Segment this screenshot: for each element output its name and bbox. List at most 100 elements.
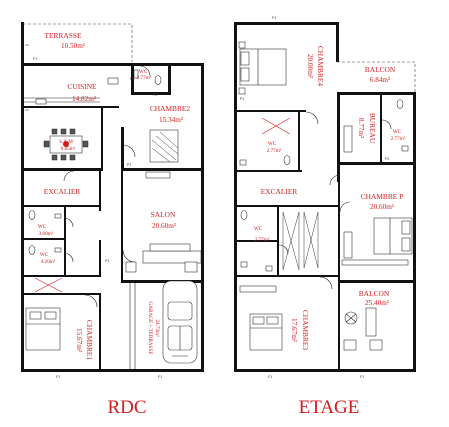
balcon-table-mark bbox=[345, 313, 357, 323]
salon-armchair bbox=[184, 261, 198, 273]
room-chambre1-name: CHAMBRE1 bbox=[85, 320, 94, 361]
car-windshield bbox=[167, 301, 193, 321]
room-excalier-rdc-name: EXCALIER bbox=[44, 187, 81, 196]
tag-window-bottom: F1 bbox=[56, 375, 60, 379]
toilet bbox=[154, 75, 162, 85]
salon-armchair bbox=[125, 261, 137, 273]
room-wc-etage-left-name: WC bbox=[268, 141, 277, 147]
chair bbox=[60, 154, 67, 161]
title-etage: ETAGE bbox=[299, 397, 360, 418]
rdc-plan bbox=[21, 22, 204, 372]
pillow bbox=[252, 316, 265, 325]
rdc-garage-rails bbox=[129, 283, 136, 369]
room-wc-etage-right-name: WC bbox=[393, 129, 402, 135]
etage-wall-bureau-left bbox=[337, 92, 340, 182]
tag-door-b-etage: P2 bbox=[385, 157, 389, 161]
tag-door-a-etage: P1 bbox=[240, 97, 244, 101]
room-chambre1-area: 15.67m² bbox=[75, 328, 83, 352]
rdc-wall-sam-bottom bbox=[21, 168, 103, 171]
etage-wall-chambre3-top bbox=[234, 275, 338, 277]
wc-basin bbox=[265, 265, 273, 272]
rdc-wall-excalier-bottom bbox=[21, 205, 101, 207]
salon-sofa bbox=[142, 250, 202, 264]
room-wc-rdc-b-area: 4.20m² bbox=[41, 259, 56, 265]
etage-door-bureau bbox=[329, 174, 341, 186]
etage-plan bbox=[234, 22, 416, 372]
etage-wall-wc-bottom bbox=[234, 170, 302, 172]
rdc-wall-salon-left bbox=[121, 171, 123, 283]
etage-balcon-outline bbox=[337, 61, 416, 92]
room-chambre2-area: 15.34m² bbox=[159, 116, 183, 124]
toilet bbox=[28, 245, 36, 255]
etage-wall-top bbox=[234, 22, 338, 25]
room-terrasse-area: 10.50m² bbox=[61, 42, 85, 50]
etage-stair-run bbox=[282, 211, 300, 271]
etage-stair-run bbox=[303, 211, 319, 269]
rdc-door-excalier bbox=[63, 170, 75, 182]
car-body bbox=[162, 280, 198, 364]
toilet bbox=[240, 210, 248, 220]
rdc-wall-chambre2-top bbox=[131, 92, 171, 95]
rdc-wall-top-stub bbox=[21, 22, 24, 28]
rdc-wall-chambre2-bottom bbox=[121, 168, 204, 171]
rdc-wall-salon-bottom bbox=[121, 280, 204, 283]
tag-door-a: P1 bbox=[127, 163, 131, 167]
rdc-wall-chambre1-top bbox=[21, 293, 101, 295]
room-cuisine-name: CUISINE bbox=[67, 82, 97, 91]
pillow bbox=[401, 220, 411, 235]
salon-cushions bbox=[149, 243, 191, 252]
rdc-wall-kitchen-top bbox=[21, 63, 133, 66]
room-chambre3-area: 17.67m² bbox=[290, 318, 298, 342]
toilet bbox=[283, 155, 291, 165]
room-wc-rdc-top-name: WC bbox=[139, 69, 148, 75]
wc-basin bbox=[239, 159, 247, 166]
room-balcon-top-area: 6.84m² bbox=[370, 76, 390, 84]
room-garage-area: 24.72m² bbox=[154, 319, 160, 337]
toilet bbox=[28, 210, 36, 220]
rdc-wall-wc-mid bbox=[21, 238, 66, 240]
wc-basin bbox=[240, 261, 248, 268]
rdc-wall-wc-top bbox=[131, 63, 204, 66]
rdc-door-chambre1 bbox=[84, 294, 98, 308]
room-balcon-bottom-area: 25.40m² bbox=[365, 299, 389, 307]
room-wc-etage-left-area: 2.77m² bbox=[267, 148, 282, 154]
balcon-armchair bbox=[343, 339, 357, 351]
chambre3-wardrobe bbox=[239, 285, 277, 293]
chair bbox=[60, 128, 67, 135]
rdc-wall-wc-bottom bbox=[21, 275, 101, 277]
tag-window: F1 bbox=[33, 57, 37, 61]
rdc-void-cross bbox=[34, 277, 63, 293]
room-chambre-p-area: 20.60m² bbox=[370, 203, 394, 211]
tag-window-etage2: F1 bbox=[360, 375, 364, 379]
rdc-wall-hall-right bbox=[99, 240, 101, 277]
room-sam-name: S.A.M bbox=[59, 139, 73, 145]
chair bbox=[51, 128, 58, 135]
etage-door-chambre3 bbox=[319, 276, 333, 290]
chair bbox=[69, 154, 76, 161]
nightstand bbox=[238, 87, 246, 95]
chambre-p-wardrobe bbox=[341, 259, 409, 266]
etage-wall-bottom bbox=[234, 369, 416, 372]
room-wc-etage-right-area: 2.77m² bbox=[391, 136, 406, 142]
room-garage-name: GARAGE + TERRASSE bbox=[147, 302, 153, 355]
etage-wall-balcon-top bbox=[338, 280, 415, 283]
chair bbox=[43, 140, 50, 148]
rdc-wall-kitchen-right bbox=[131, 63, 134, 93]
chair bbox=[69, 128, 76, 135]
pillow bbox=[401, 237, 411, 252]
rdc-wall-kitchen-bottom bbox=[21, 106, 119, 108]
wc-basin bbox=[401, 145, 409, 152]
table-centerpiece bbox=[63, 141, 69, 147]
stove bbox=[107, 77, 119, 85]
etage-wall-excalier-bottom bbox=[234, 205, 340, 207]
tag-door-b: P2 bbox=[153, 93, 157, 97]
room-chambre2-name: CHAMBRE2 bbox=[150, 104, 191, 113]
rdc-wall-ticks bbox=[25, 44, 29, 111]
pillow bbox=[266, 316, 279, 325]
toilet bbox=[396, 99, 404, 109]
tv-unit bbox=[145, 171, 171, 179]
rdc-door-chambre2 bbox=[122, 144, 136, 158]
etage-wall-left bbox=[234, 22, 237, 372]
etage-door-wc bbox=[278, 244, 289, 255]
etage-void-cross bbox=[261, 117, 291, 135]
